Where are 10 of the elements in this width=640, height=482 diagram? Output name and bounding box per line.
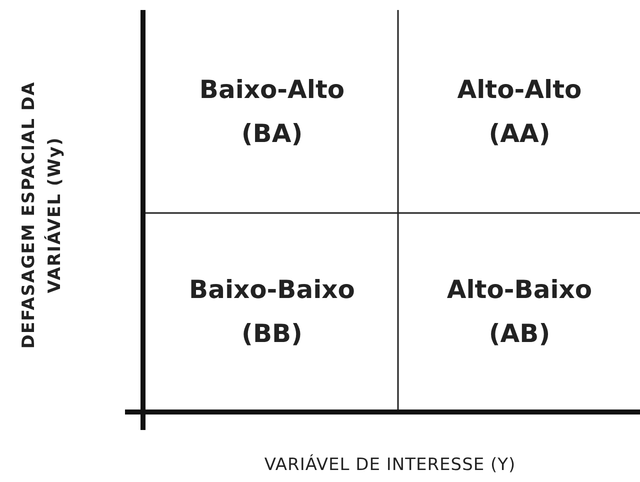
quadrant-code: (AB) bbox=[488, 318, 550, 350]
x-axis-title: VARIÁVEL DE INTERESSE (Y) bbox=[264, 455, 516, 475]
quadrant-title: Baixo-Baixo bbox=[189, 274, 355, 306]
quadrant-title: Alto-Alto bbox=[457, 74, 582, 106]
quadrant-title: Baixo-Alto bbox=[199, 74, 345, 106]
quadrant-title: Alto-Baixo bbox=[446, 274, 592, 306]
y-axis-title: DEFASAGEM ESPACIAL DA VARIÁVEL (Wy) bbox=[18, 80, 66, 351]
quadrant-code: (AA) bbox=[488, 118, 550, 150]
quadrant-code: (BB) bbox=[242, 318, 302, 350]
quadrant-code: (BA) bbox=[241, 118, 303, 150]
